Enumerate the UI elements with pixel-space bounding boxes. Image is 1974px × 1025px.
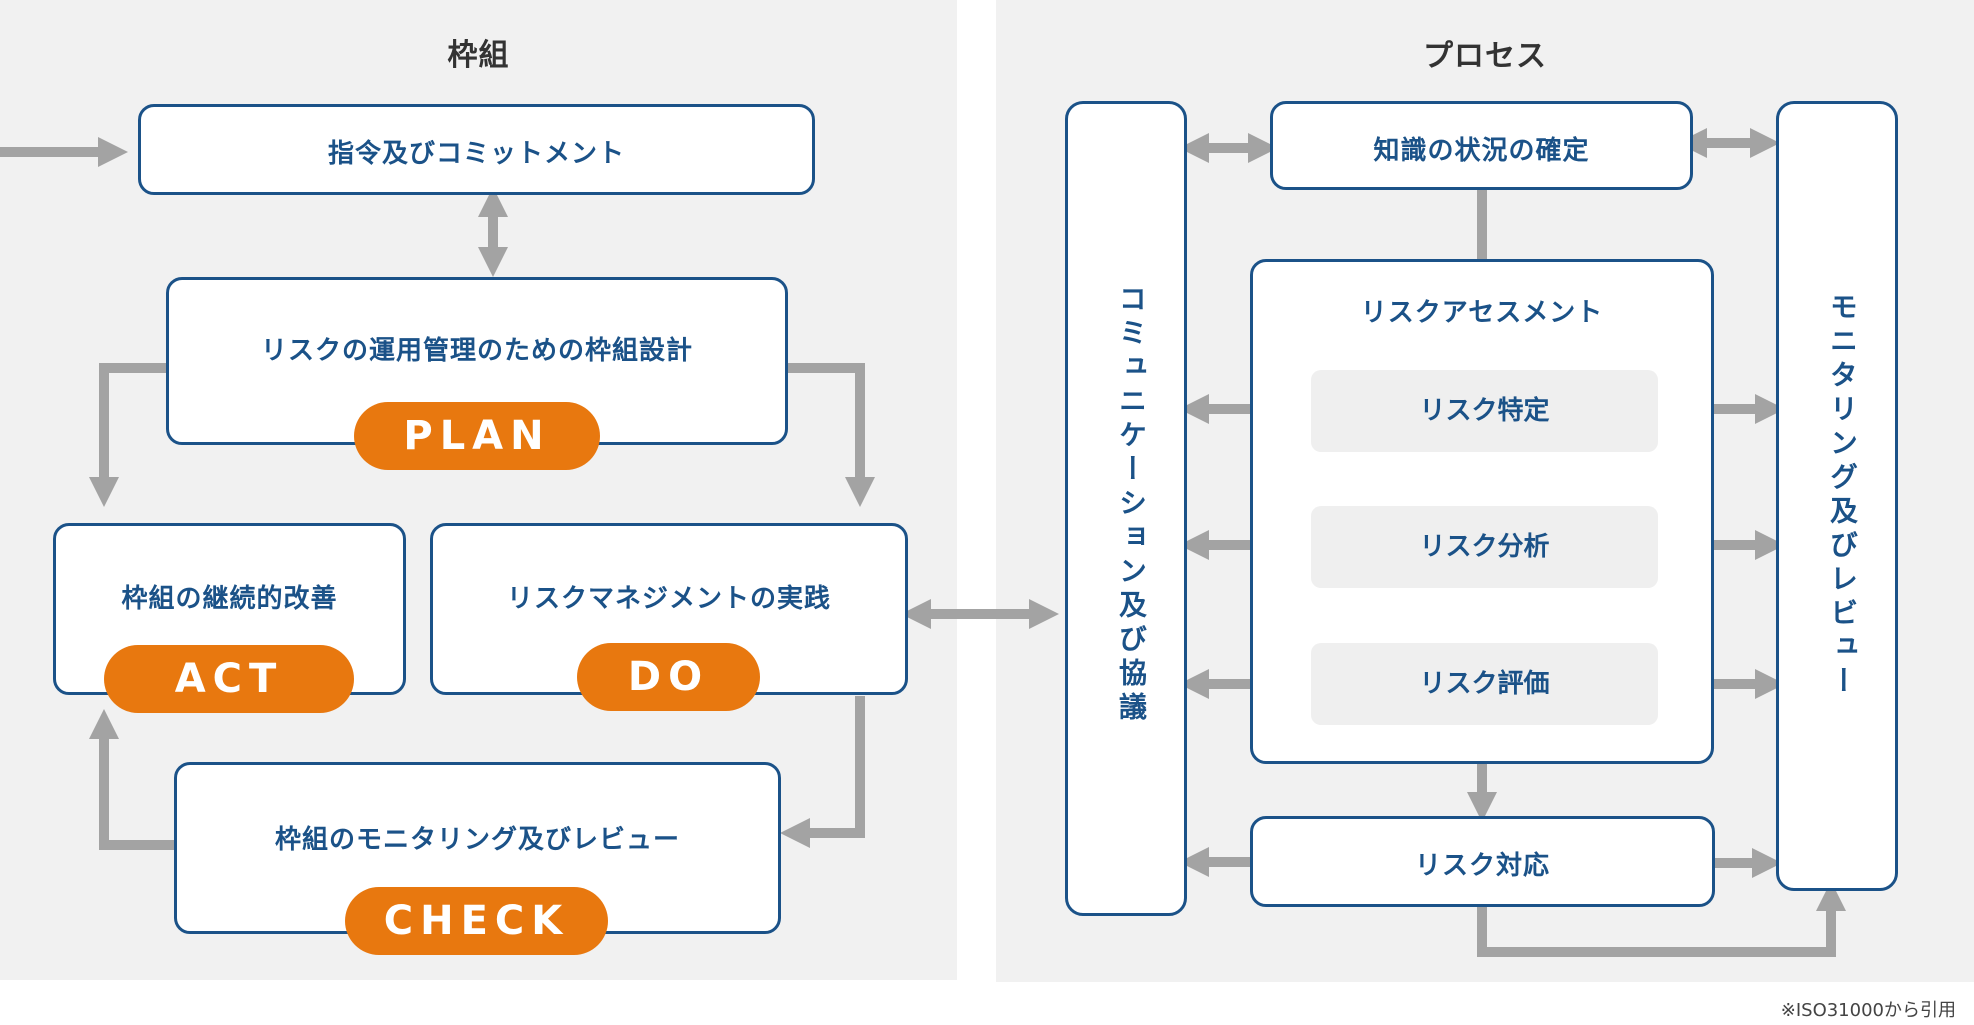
framework-title: 枠組: [447, 38, 510, 73]
treatment-box: リスク対応: [1250, 816, 1715, 907]
check-label: 枠組のモニタリング及びレビュー: [274, 825, 680, 855]
plan-pill: PLAN: [354, 402, 600, 470]
communication-label: コミュニケーション及び協議: [1115, 284, 1148, 726]
process-title: プロセス: [1423, 39, 1547, 74]
check-to-act-arrow: [89, 709, 174, 850]
monitoring-label: モニタリング及びレビュー: [1826, 292, 1859, 700]
treatment-to-monitor-loop-arrow: [1477, 881, 1846, 957]
act-label: 枠組の継続的改善: [121, 584, 338, 614]
do-pill: DO: [577, 643, 760, 711]
do-label: リスクマネジメントの実践: [506, 584, 831, 614]
check-pill: CHECK: [345, 887, 608, 955]
do-to-check-arrow: [780, 696, 865, 848]
plan-label: リスクの運用管理のための枠組設計: [260, 336, 693, 366]
context-box: 知識の状況の確定: [1270, 101, 1693, 190]
assessment-title: リスクアセスメント: [1360, 298, 1604, 328]
communication-box: コミュニケーション及び協議: [1065, 101, 1187, 916]
check-box: 枠組のモニタリング及びレビュー: [174, 762, 781, 934]
plan-to-do-arrow: [788, 363, 875, 507]
plan-to-act-arrow: [89, 363, 166, 507]
monitoring-box: モニタリング及びレビュー: [1776, 101, 1898, 891]
context-label: 知識の状況の確定: [1373, 136, 1590, 166]
treatment-label: リスク対応: [1414, 851, 1550, 881]
commitment-label: 指令及びコミットメント: [327, 139, 625, 169]
act-pill: ACT: [104, 645, 354, 713]
source-footnote: ※ISO31000から引用: [1780, 1000, 1956, 1021]
identification-box: リスク特定: [1311, 370, 1658, 452]
commitment-box: 指令及びコミットメント: [138, 104, 815, 195]
analysis-box: リスク分析: [1311, 506, 1658, 588]
evaluation-box: リスク評価: [1311, 643, 1658, 725]
